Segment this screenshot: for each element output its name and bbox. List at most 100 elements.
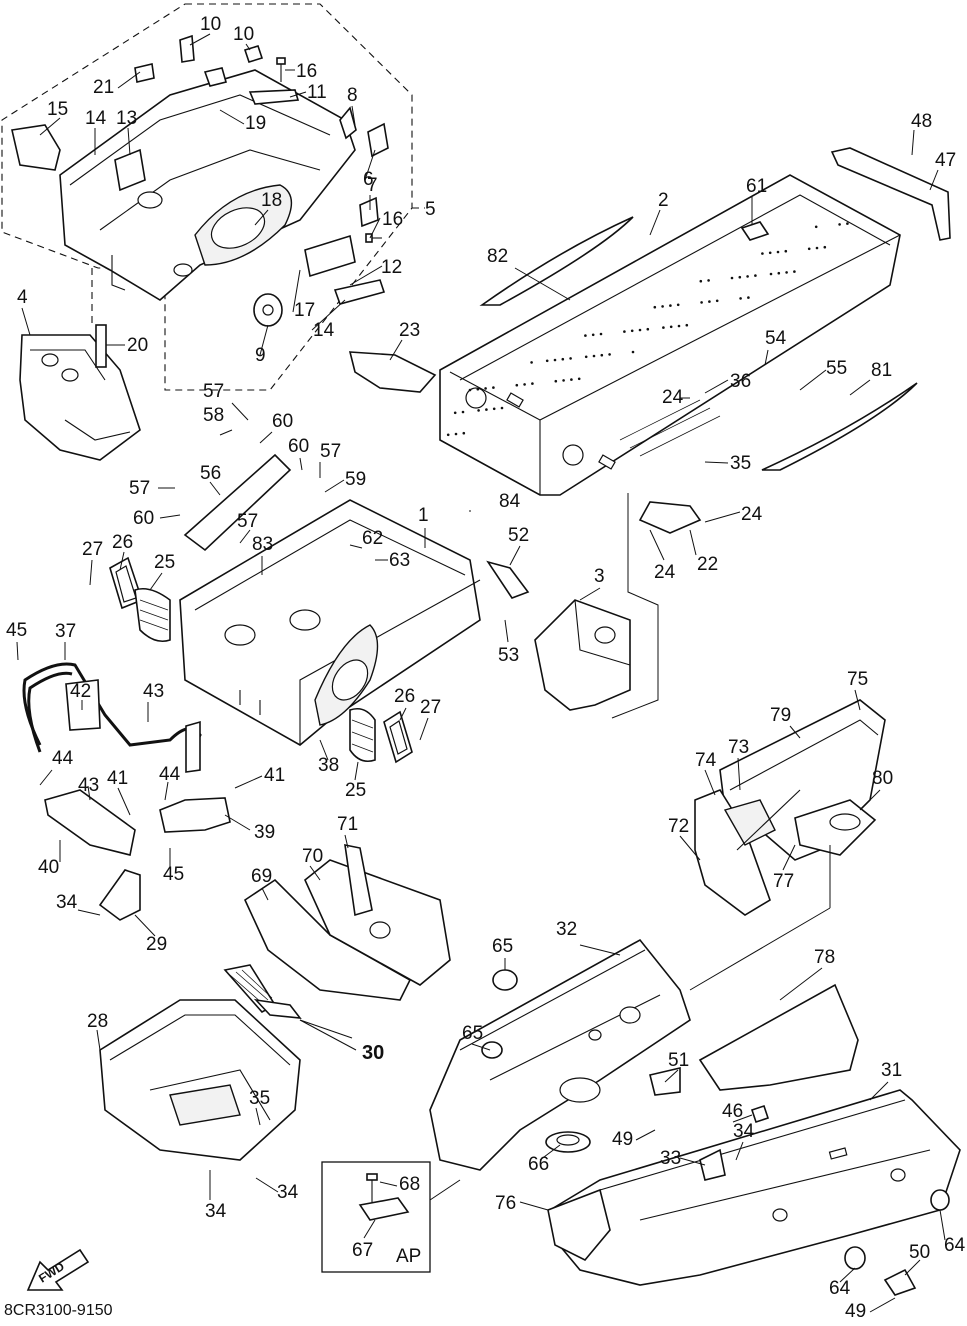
callout-45: 45	[163, 864, 184, 885]
callout-51: 51	[668, 1050, 689, 1071]
callout-82: 82	[487, 246, 508, 267]
rivet-dot	[561, 357, 565, 361]
leader-line	[87, 785, 91, 801]
leader-line	[39, 117, 61, 136]
leader-line	[854, 689, 861, 711]
leader-line	[117, 71, 141, 89]
callout-45: 45	[6, 620, 27, 641]
rivet-dot	[608, 353, 611, 356]
rivet-dot	[492, 407, 496, 411]
callout-27: 27	[82, 539, 103, 560]
leader-line	[664, 1069, 679, 1083]
callout-3: 3	[594, 566, 605, 587]
leader-line	[514, 267, 571, 301]
leader-line	[319, 739, 329, 761]
callout-61: 61	[746, 176, 767, 197]
callout-59: 59	[345, 469, 366, 490]
callout-25: 25	[154, 552, 175, 573]
callout-65: 65	[492, 936, 513, 957]
callout-16: 16	[382, 209, 403, 230]
callout-43: 43	[78, 775, 99, 796]
rivet-dot	[477, 409, 480, 412]
leader-line	[349, 265, 383, 286]
front-frame-subassembly	[11, 34, 389, 327]
callout-7: 7	[367, 175, 378, 196]
leader-line	[379, 1181, 398, 1187]
callout-60: 60	[133, 508, 154, 529]
callout-26: 26	[394, 686, 415, 707]
callout-60: 60	[288, 436, 309, 457]
leader-line	[189, 33, 211, 46]
tunnel-part-2	[439, 174, 901, 496]
rivet-dot	[623, 330, 626, 333]
callout-50: 50	[909, 1242, 930, 1263]
callout-84: 84	[499, 491, 521, 512]
leader-line	[16, 641, 19, 661]
leader-line	[579, 587, 601, 601]
callout-34: 34	[205, 1201, 227, 1222]
callout-28: 28	[87, 1011, 108, 1032]
leader-line	[369, 217, 381, 239]
callout-21: 21	[93, 77, 114, 98]
rivet-dot	[676, 303, 680, 307]
leader-line	[364, 149, 376, 181]
rivet-dot	[515, 383, 519, 387]
bumper-part-37	[22, 662, 202, 773]
rivet-dot	[777, 271, 781, 275]
leader-line	[929, 169, 939, 191]
callout-18: 18	[261, 190, 282, 211]
leader-line	[704, 769, 716, 796]
callout-79: 79	[770, 705, 791, 726]
callout-37: 37	[55, 621, 76, 642]
rivet-dot	[523, 383, 526, 386]
leader-line	[519, 1201, 549, 1211]
bracket-part-47	[830, 147, 951, 241]
leader-line	[311, 299, 346, 331]
leader-line	[254, 209, 269, 226]
rivet-dot	[699, 279, 703, 283]
leader-line	[231, 402, 249, 421]
leader-line	[239, 529, 251, 544]
callout-39: 39	[254, 822, 275, 843]
callout-13: 13	[116, 108, 137, 129]
leader-line	[849, 379, 871, 396]
bracket-part-39	[159, 797, 231, 833]
rivet-dot	[662, 326, 665, 329]
leader-line	[354, 761, 359, 781]
leader-line	[782, 844, 796, 871]
side-panel-group-72-80	[694, 699, 886, 916]
rivet-dot	[730, 276, 734, 280]
leader-line	[299, 457, 303, 471]
rivet-dot	[500, 406, 504, 410]
callout-34: 34	[733, 1121, 755, 1142]
leader-line	[471, 1043, 491, 1051]
panel-part-76	[547, 1188, 611, 1261]
callout-80: 80	[872, 768, 893, 789]
leader-line	[119, 551, 125, 571]
rivet-dot	[485, 408, 488, 411]
rivet-dot	[584, 334, 587, 337]
boot-group-left	[109, 556, 171, 643]
plate-part-52	[486, 560, 530, 599]
rivet-dot	[476, 387, 480, 391]
callout-69: 69	[251, 866, 272, 887]
rivet-dot	[484, 387, 487, 390]
leader-line	[292, 269, 301, 313]
callout-8: 8	[347, 85, 358, 106]
rivet-dot	[461, 410, 465, 414]
leader-line	[245, 43, 251, 51]
rivet-dot	[814, 225, 818, 229]
callout-57: 57	[203, 381, 224, 402]
leader-line	[259, 431, 273, 444]
callout-52: 52	[508, 525, 529, 546]
callout-15: 15	[47, 99, 68, 120]
callout-60: 60	[272, 411, 293, 432]
callout-24: 24	[662, 387, 684, 408]
leader-line	[351, 105, 356, 126]
leader-line	[164, 781, 169, 801]
callout-53: 53	[498, 645, 519, 666]
rivet-dot	[838, 223, 841, 226]
leader-line	[704, 379, 729, 394]
ap-label: AP	[396, 1246, 421, 1267]
callout-46: 46	[722, 1101, 743, 1122]
